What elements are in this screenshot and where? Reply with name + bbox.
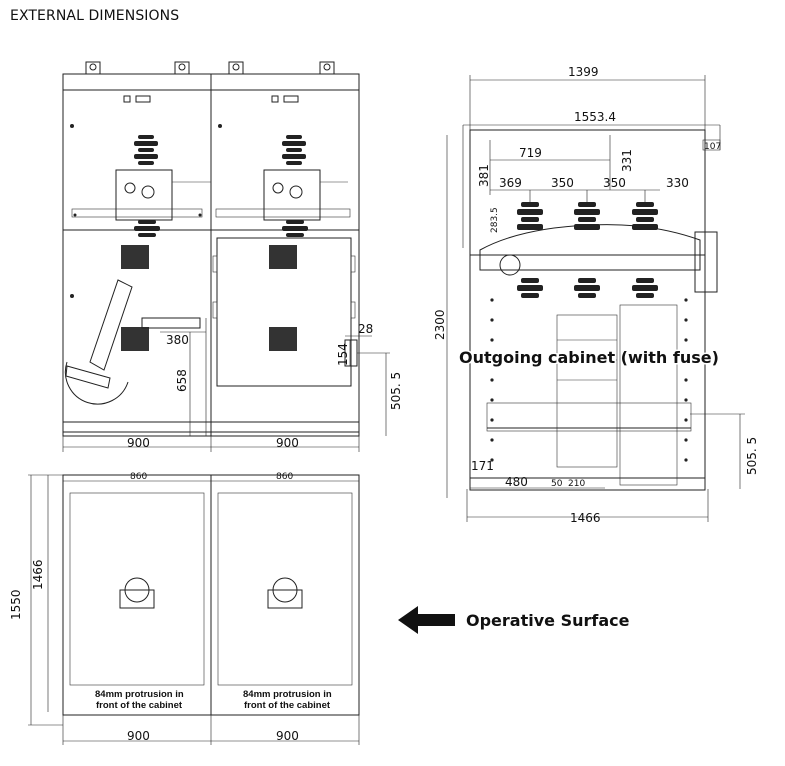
dim-1553-4: 1553.4 [574,110,616,124]
dim-plan-900-left: 900 [127,729,150,743]
dim-210: 210 [568,479,585,489]
vent-grille [269,327,297,351]
dim-369: 369 [499,176,522,190]
mount-icon [119,577,303,609]
dim-2300: 2300 [433,309,447,340]
dim-plan-860-right: 860 [276,472,293,482]
plan-view: 860 860 84mm protrusion in front of the … [9,472,360,745]
mechanism-icon [115,169,321,237]
insulator-icon [134,135,306,165]
lifting-lug-icon [85,61,335,75]
front-view: 900 900 380 658 28 154 505. 5 [62,61,403,452]
operative-surface-label: Operative Surface [466,611,630,630]
dim-331: 331 [620,149,634,172]
dim-381: 381 [477,164,491,187]
insulator-icon [517,202,658,230]
dim-719: 719 [519,146,542,160]
bolt-dots [490,298,688,462]
indicator-icon [283,95,299,103]
dim-350-b: 350 [603,176,626,190]
dim-283-5: 283.5 [490,207,500,233]
side-mechanism [694,231,718,293]
indicator-icon [123,95,131,103]
dim-350-a: 350 [551,176,574,190]
plan-cabinet-right [210,474,360,716]
plan-note-right-line2: front of the cabinet [244,700,331,711]
dim-plan-1466: 1466 [31,559,45,590]
cabinet-label: Outgoing cabinet (with fuse) [459,348,719,367]
dim-front-900-right: 900 [276,436,299,450]
side-view: 1399 1553.4 107 719 331 381 369 350 350 … [433,65,759,525]
dim-plan-860-left: 860 [130,472,147,482]
dim-side-505-5: 505. 5 [745,437,759,475]
handle-icon [64,279,201,405]
indicator-icon [271,95,279,103]
dim-side-1466: 1466 [570,511,601,525]
plan-cabinet-left [62,474,212,716]
plan-note-left-line2: front of the cabinet [96,700,183,711]
dim-50: 50 [551,479,563,489]
page-title: EXTERNAL DIMENSIONS [10,8,180,24]
dim-28: 28 [358,322,373,336]
dim-480: 480 [505,475,528,489]
fuse-frame [556,314,618,468]
dim-1550: 1550 [9,589,23,620]
bolt-dots [70,124,222,298]
plan-note-left-line1: 84mm protrusion in [95,689,184,700]
dim-154: 154 [336,343,350,366]
side-crossbar [486,402,692,432]
vent-grille [121,245,149,269]
cabinet-right [210,73,360,437]
dim-plan-900-right: 900 [276,729,299,743]
side-cabinet-outline [469,129,706,491]
busbar-housing [479,224,701,271]
indicator-icon [135,95,151,103]
vent-grille [269,245,297,269]
dim-171: 171 [471,459,494,473]
dim-107: 107 [704,142,721,152]
vent-grille [121,327,149,351]
dim-front-900-left: 900 [127,436,150,450]
dim-front-505-5: 505. 5 [389,372,403,410]
insulator-icon [517,278,658,298]
dim-330: 330 [666,176,689,190]
dim-380: 380 [166,333,189,347]
dim-658: 658 [175,369,189,392]
arrow-left-icon [398,606,455,634]
operative-surface: Operative Surface [398,606,630,634]
dim-1399: 1399 [568,65,599,79]
plan-note-right-line1: 84mm protrusion in [243,689,332,700]
